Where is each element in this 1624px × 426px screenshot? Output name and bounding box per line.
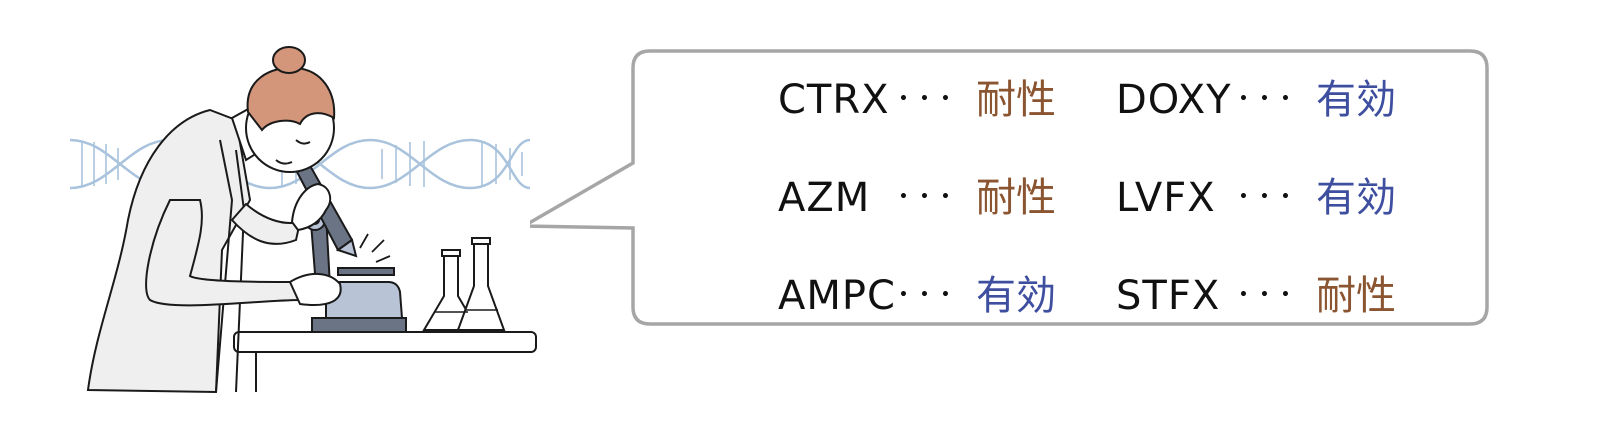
scientist-illustration [69,46,537,394]
separator-dots: ･･･ [1236,278,1299,313]
separator-dots: ･･･ [896,180,959,215]
flask-icon [422,237,506,331]
results-row: AMPC ･･･ 有効 STFX ･･･ 耐性 [778,268,1458,324]
result-label: 耐性 [1316,273,1396,319]
drug-name: LVFX [1116,175,1216,221]
separator-dots: ･･･ [896,278,959,313]
separator-dots: ･･･ [1236,180,1299,215]
scientist-figure [86,46,342,394]
separator-dots: ･･･ [896,82,959,117]
lab-table [233,331,537,392]
results-grid: CTRX ･･･ 耐性 DOXY ･･･ 有効 AZM ･･･ 耐性 LVFX … [778,72,1458,319]
speech-bubble [530,49,1489,326]
result-label: 有効 [1316,77,1396,123]
result-label: 耐性 [976,175,1056,221]
drug-name: AZM [778,175,871,221]
result-label: 耐性 [976,77,1056,123]
drug-name: CTRX [778,77,890,123]
results-row: AZM ･･･ 耐性 LVFX ･･･ 有効 [778,170,1458,226]
result-label: 有効 [1316,175,1396,221]
drug-name: STFX [1116,273,1221,319]
result-label: 有効 [976,273,1056,319]
drug-name: DOXY [1116,77,1232,123]
separator-dots: ･･･ [1236,82,1299,117]
drug-name: AMPC [778,273,896,319]
results-row: CTRX ･･･ 耐性 DOXY ･･･ 有効 [778,72,1458,128]
